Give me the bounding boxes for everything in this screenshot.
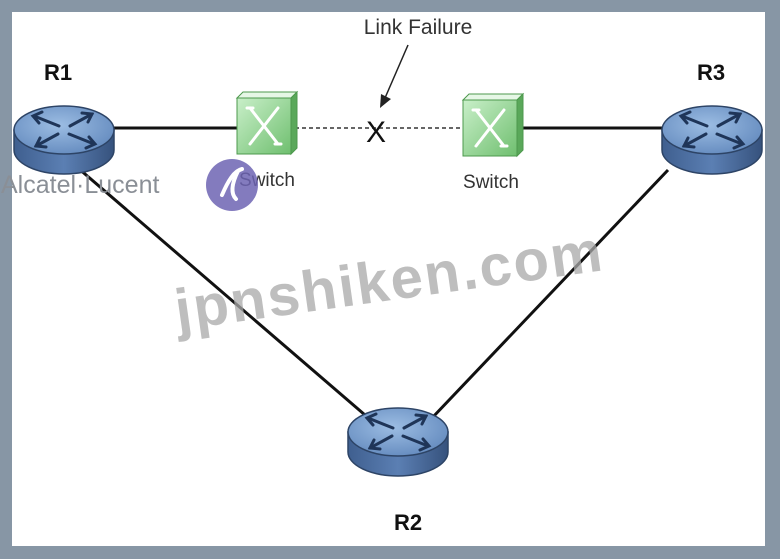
router-icon [346,406,450,478]
router-label-r2: R2 [394,510,422,535]
switch-icon [461,92,525,158]
alcatel-lucent-logo-icon [206,159,258,211]
failure-arrow [380,44,409,108]
switch-icon [235,90,299,156]
router-r2 [346,406,450,478]
router-r1 [12,104,116,176]
router-label-r3: R3 [697,60,725,85]
router-r3 [660,104,764,176]
link-r1-r2 [77,166,366,417]
router-label-r1: R1 [44,60,72,85]
switch-label-right: Switch [463,172,519,193]
switch-right [461,92,525,158]
router-icon [660,104,764,176]
logo-text: Alcatel·Lucent [1,171,159,199]
failure-mark: X [366,116,386,149]
switch-left [235,90,299,156]
link-r3-r2 [430,168,670,420]
watermark: jpnshiken.com [170,218,608,343]
link-failure-label: Link Failure [364,16,473,39]
router-icon [12,104,116,176]
